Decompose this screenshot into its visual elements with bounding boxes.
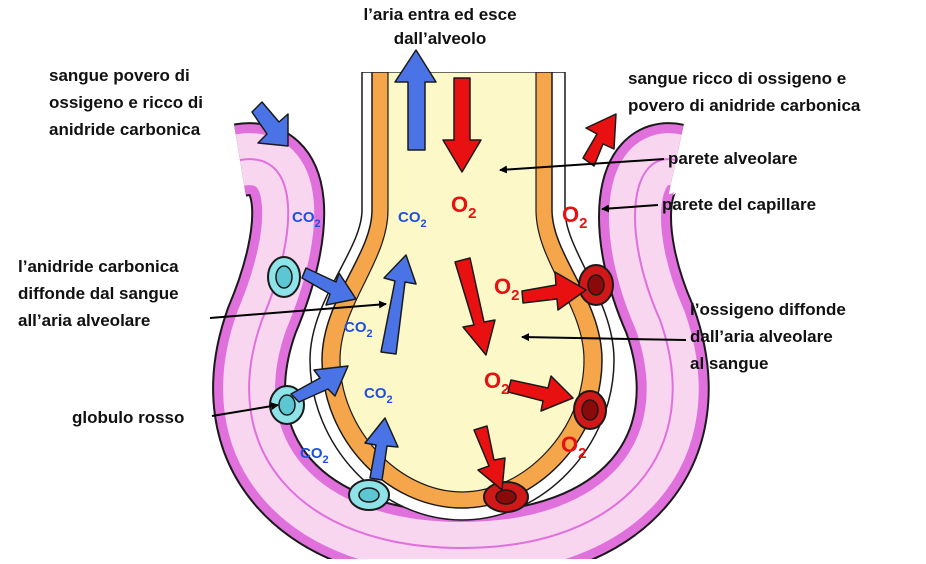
- co2-label-5: CO2: [300, 445, 329, 466]
- label-poor-blood-2: ossigeno e ricco di: [49, 93, 203, 112]
- co2-diffusion-arrow-3: [364, 417, 399, 481]
- co2-symbols: CO2 CO2 CO2 CO2 CO2: [292, 209, 427, 466]
- label-o2-diffuses-3: al sangue: [690, 354, 768, 373]
- o2-label-1: O2: [451, 192, 476, 222]
- leader-alveolar-wall: [499, 158, 665, 174]
- label-rich-blood-2: povero di anidride carbonica: [628, 96, 861, 115]
- label-alveolar-wall: parete alveolare: [668, 149, 797, 168]
- co2-label-2: CO2: [398, 209, 427, 230]
- label-co2-diffuses-1: l’anidride carbonica: [18, 257, 179, 276]
- o2-symbols: O2 O2 O2 O2 O2: [451, 192, 587, 462]
- blue-arrows: [251, 49, 437, 481]
- red-cell-rich-1: [578, 264, 614, 306]
- label-air-in-out-1: l’aria entra ed esce: [363, 5, 516, 24]
- o2-label-4: O2: [484, 368, 509, 398]
- text-labels: l’aria entra ed esce dall’alveolo sangue…: [18, 5, 861, 427]
- o2-diffusion-arrow-2: [507, 375, 574, 412]
- label-co2-diffuses-2: diffonde dal sangue: [18, 284, 179, 303]
- leader-capillary-wall: [601, 204, 659, 213]
- leader-lines: [209, 158, 687, 417]
- label-red-cell: globulo rosso: [72, 408, 184, 427]
- o2-label-3: O2: [494, 274, 519, 304]
- leader-o2-diffuses: [521, 333, 687, 342]
- o2-diffusion-arrow-1: [521, 271, 587, 311]
- o2-alveolus-arrow-1: [454, 257, 496, 356]
- leader-red-cell: [211, 402, 279, 417]
- co2-label-3: CO2: [344, 319, 373, 340]
- label-rich-blood-1: sangue ricco di ossigeno e: [628, 69, 846, 88]
- label-co2-diffuses-3: all’aria alveolare: [18, 311, 150, 330]
- label-o2-diffuses-1: l’ossigeno diffonde: [690, 300, 846, 319]
- co2-label-4: CO2: [364, 385, 393, 406]
- co2-label-1: CO2: [292, 209, 321, 230]
- label-o2-diffuses-2: dall’aria alveolare: [690, 327, 833, 346]
- red-cell-rich-3: [483, 481, 529, 513]
- leader-co2-diffuses: [209, 300, 387, 319]
- red-blood-cells: [267, 256, 614, 513]
- co2-diffusion-arrow-2: [290, 365, 349, 403]
- label-poor-blood-3: anidride carbonica: [49, 120, 201, 139]
- o2-label-5: O2: [561, 432, 586, 462]
- alveolus-opening: [360, 50, 570, 72]
- label-poor-blood-1: sangue povero di: [49, 66, 190, 85]
- blood-in-arrow: [251, 101, 289, 147]
- co2-diffusion-arrow-1: [301, 267, 357, 306]
- red-cell-rich-2: [573, 390, 607, 430]
- o2-label-2: O2: [562, 202, 587, 232]
- air-in-arrow: [442, 77, 482, 173]
- air-out-arrow: [394, 49, 437, 151]
- red-cell-poor-1: [267, 256, 301, 298]
- o2-diffusion-arrow-3: [473, 425, 506, 491]
- red-arrows: [442, 77, 617, 491]
- blood-out-arrow: [582, 113, 617, 167]
- red-cell-poor-3: [348, 479, 390, 511]
- label-air-in-out-2: dall’alveolo: [394, 29, 487, 48]
- co2-alveolus-arrow-1: [380, 254, 417, 355]
- label-capillary-wall: parete del capillare: [662, 195, 816, 214]
